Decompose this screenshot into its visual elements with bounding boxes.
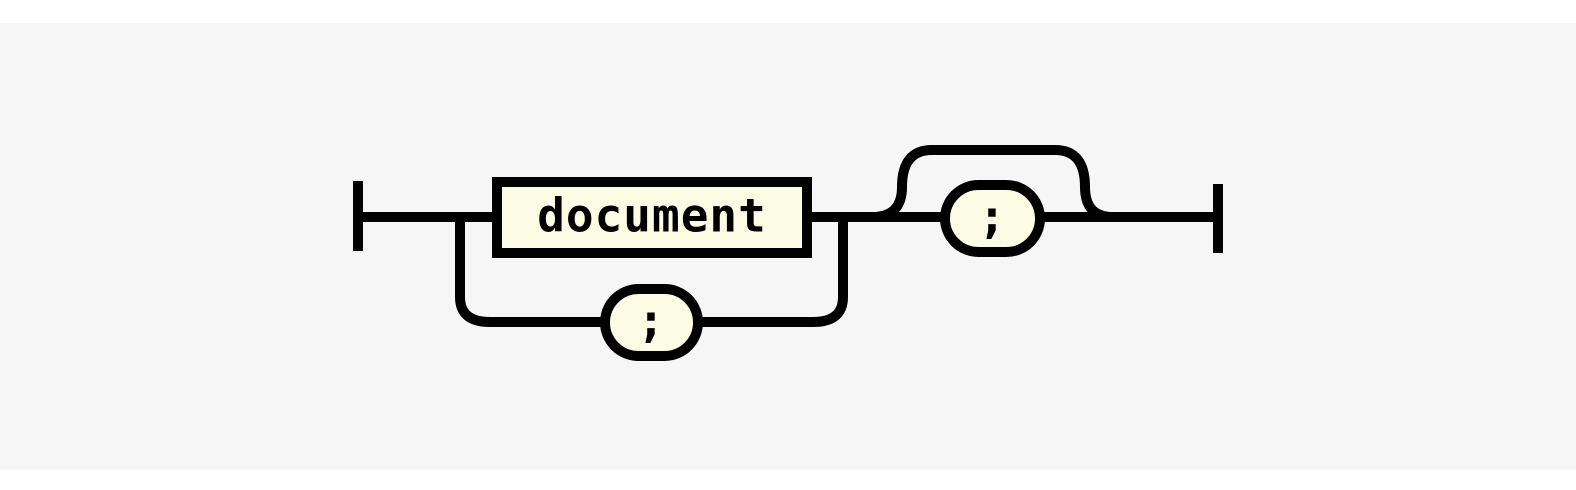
loop-semicolon-oval[interactable] xyxy=(600,284,703,361)
document-nonterminal-label: document xyxy=(537,189,767,243)
bypass-arc-path xyxy=(871,145,1114,222)
start-terminator xyxy=(353,181,497,251)
repetition-loop-right-branch xyxy=(699,217,848,327)
trailing-semicolon-terminal[interactable]: ; xyxy=(940,180,1045,257)
document-nonterminal[interactable]: document xyxy=(492,177,812,258)
repetition-loop-left-branch xyxy=(455,216,604,327)
repetition-loop xyxy=(455,216,848,327)
loop-semicolon-terminal[interactable]: ; xyxy=(600,284,703,361)
bypass-arc xyxy=(871,145,1114,222)
end-terminator xyxy=(1040,184,1223,253)
loop-semicolon-label: ; xyxy=(637,294,665,348)
trailing-semicolon-label: ; xyxy=(978,190,1006,244)
document-nonterminal-box[interactable] xyxy=(492,177,812,258)
